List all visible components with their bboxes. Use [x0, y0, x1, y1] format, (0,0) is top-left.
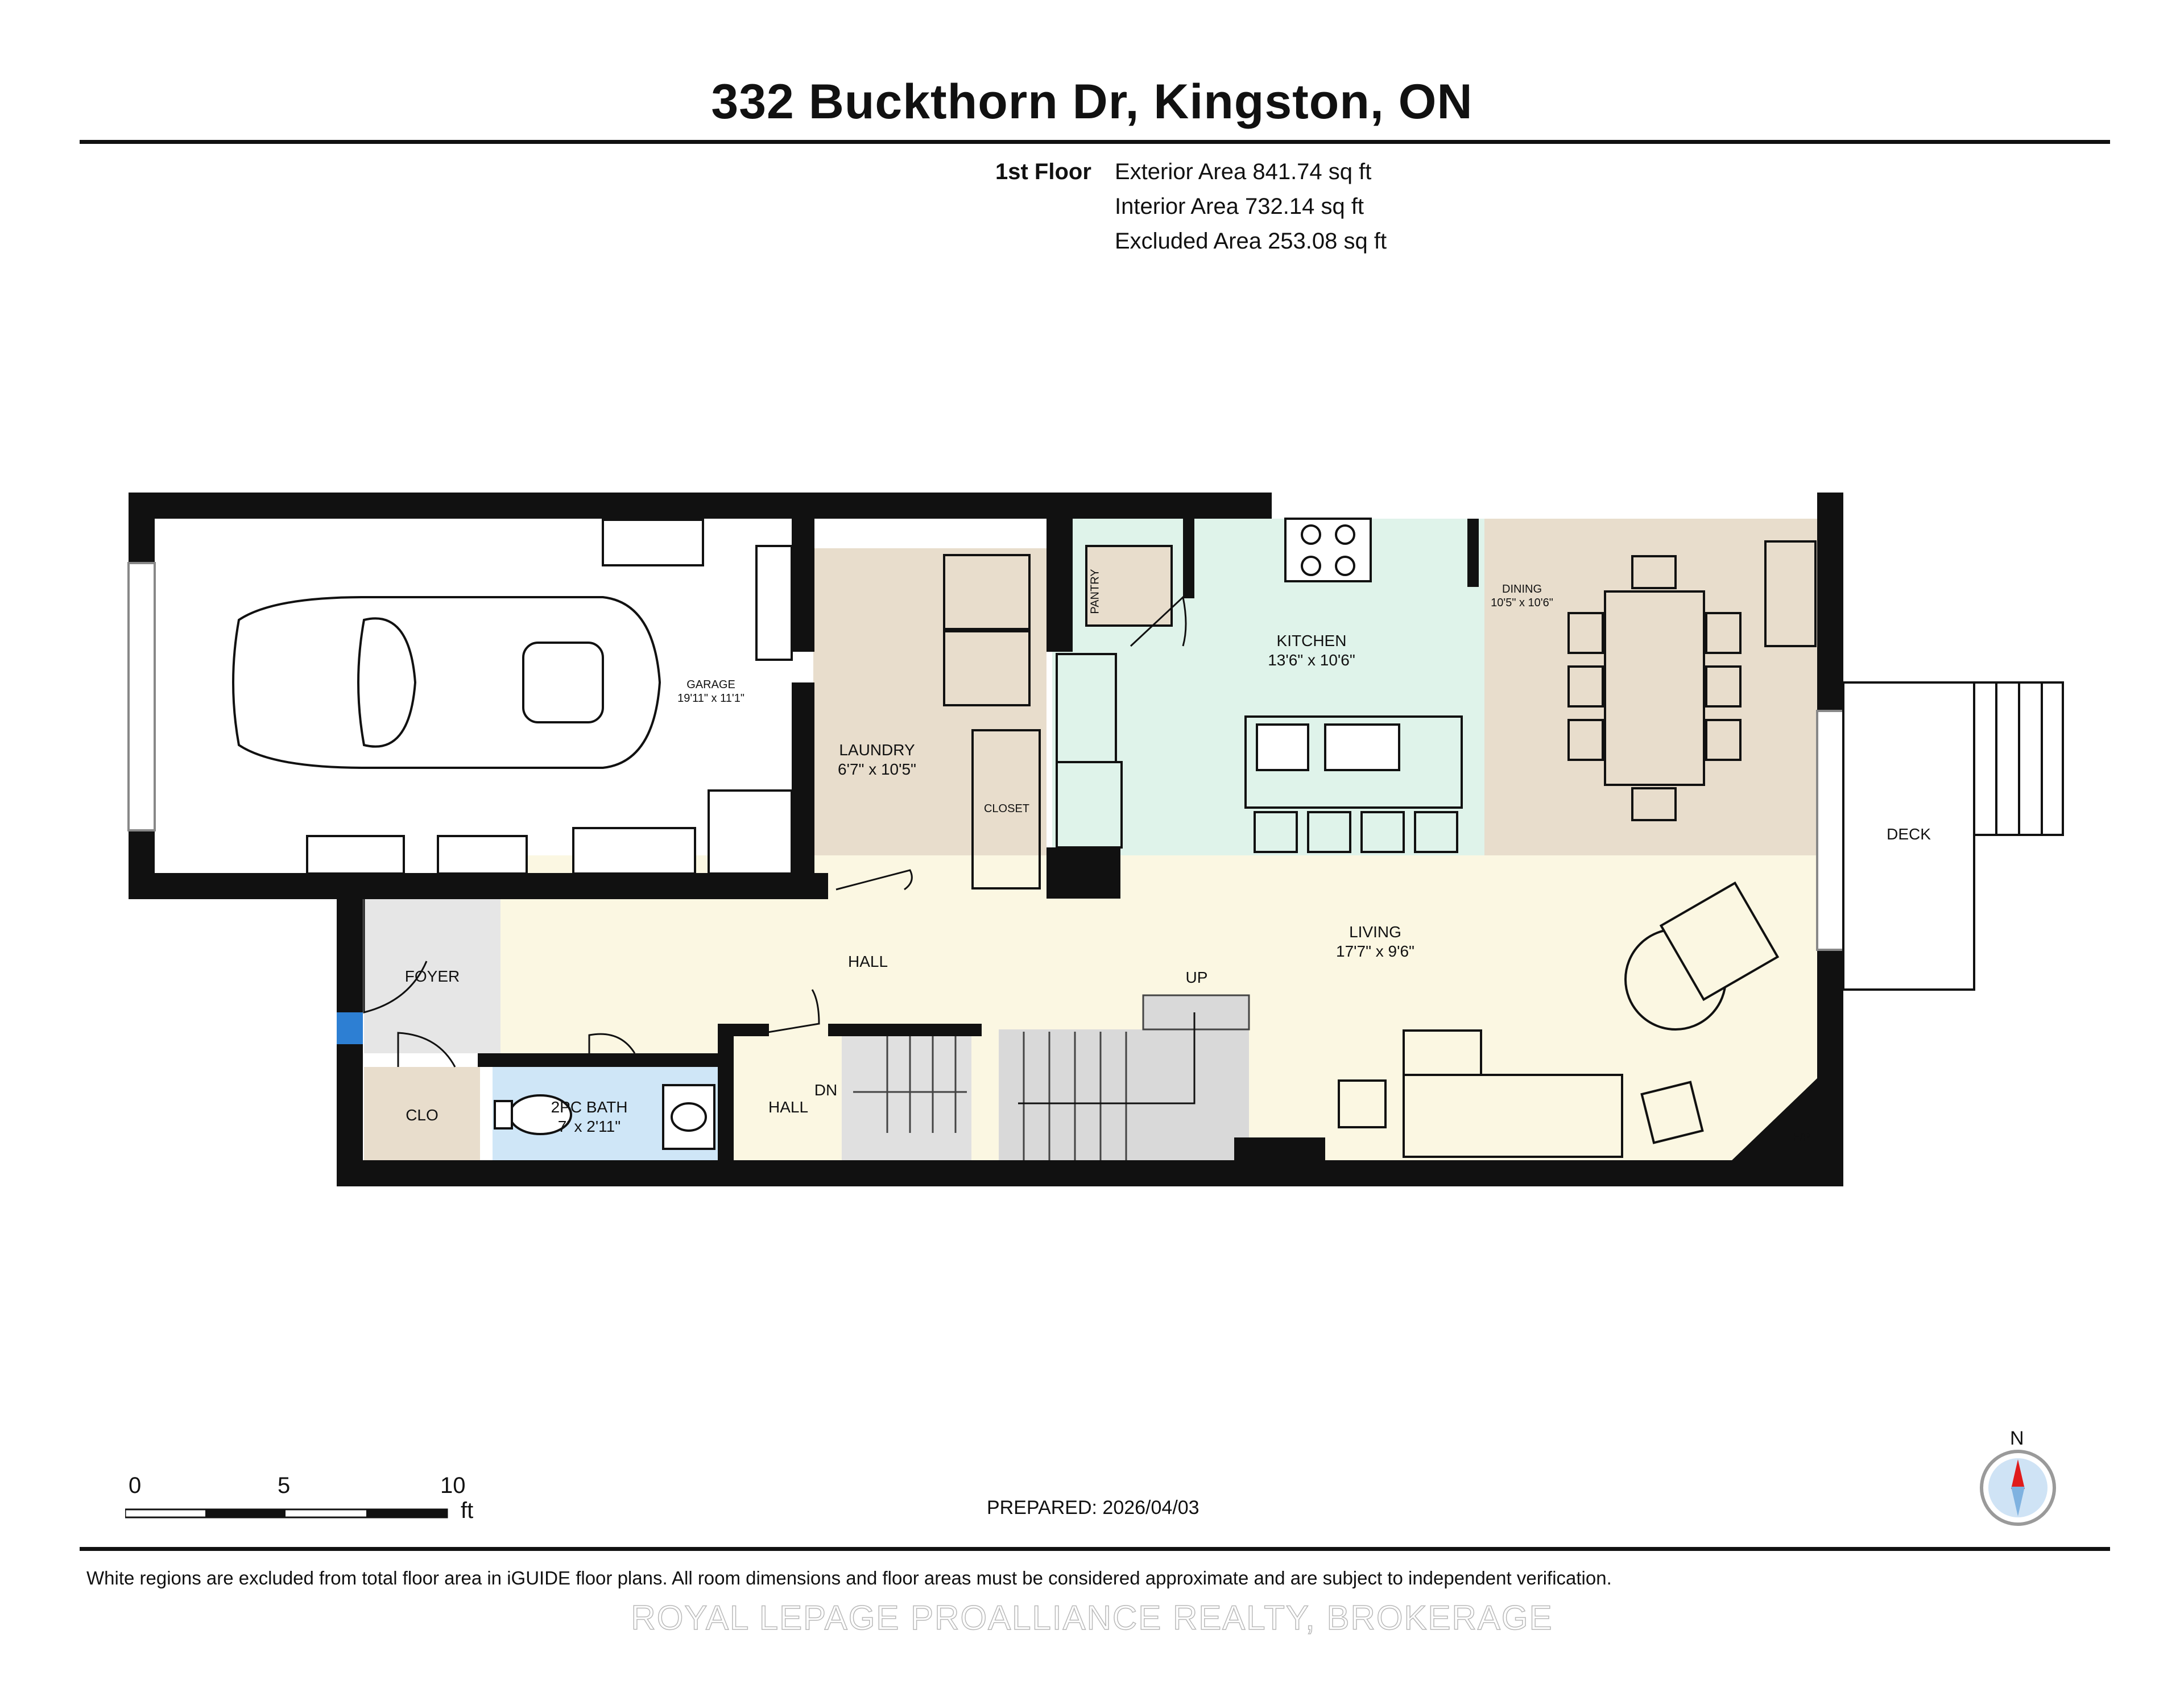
fireplace-label: F/P [1793, 1131, 1811, 1144]
stairs-up-label: UP [1185, 969, 1208, 986]
stairs [853, 1012, 1196, 1160]
stairs-up-top [1142, 994, 1250, 1031]
scale-graphic [125, 1508, 448, 1519]
scale-tick-10: 10 [440, 1473, 466, 1498]
watermark: ROYAL LEPAGE PROALLIANCE REALTY, BROKERA… [631, 1598, 1553, 1637]
footer-divider [80, 1547, 2110, 1551]
header-divider [80, 140, 2110, 144]
foyer-label: FOYER [404, 967, 460, 985]
disclaimer: White regions are excluded from total fl… [86, 1567, 1612, 1588]
bath-fixtures [494, 1084, 715, 1150]
hall-lower-label: HALL [768, 1098, 809, 1116]
exterior-area: Exterior Area 841.74 sq ft [1115, 159, 1372, 184]
hall-label: HALL [847, 953, 888, 970]
prepared-date: PREPARED: 2026/04/03 [987, 1497, 1199, 1519]
laundry-appliances [943, 554, 1041, 889]
compass-label: N [2010, 1428, 2024, 1449]
living-furniture [1338, 881, 1822, 1161]
compass: N [1978, 1428, 2058, 1526]
stairs-down-fill [842, 1035, 971, 1162]
compass-icon [1980, 1450, 2056, 1526]
bath-label: 2PC BATH 7' x 2'11" [551, 1098, 628, 1135]
area-summary: Exterior Area 841.74 sq ft Interior Area… [1115, 155, 1387, 259]
dining-window [1816, 710, 1844, 951]
kitchen-label: KITCHEN 13'6" x 10'6" [1268, 632, 1355, 669]
garage-window [127, 562, 156, 831]
stairs-down-label: DN [814, 1081, 838, 1099]
car-icon [232, 596, 661, 769]
page-title: 332 Buckthorn Dr, Kingston, ON [711, 75, 1473, 129]
scale-tick-0: 0 [129, 1473, 142, 1498]
excluded-area: Excluded Area 253.08 sq ft [1115, 229, 1387, 254]
stairs-up-fill [999, 1029, 1249, 1162]
kitchen-fixtures [1056, 518, 1463, 853]
interior-area: Interior Area 732.14 sq ft [1115, 194, 1364, 219]
living-label: LIVING 17'7" x 9'6" [1336, 923, 1414, 960]
walls [129, 493, 1843, 1186]
garage-fixtures [306, 519, 793, 875]
dining-label: DINING 10'5" x 10'6" [1491, 583, 1553, 609]
dining-table [1567, 540, 1817, 821]
garage-label: GARAGE 19'11" x 11'1" [677, 678, 744, 705]
hall-lower-fill [734, 1035, 842, 1162]
foyer-fill [364, 899, 500, 1053]
floor-name: 1st Floor [995, 159, 1091, 184]
doors [363, 595, 1187, 1068]
closet-label: CLOSET [983, 802, 1030, 815]
deck-label: DECK [1887, 825, 1931, 843]
entry-glass [337, 1012, 363, 1044]
deck [1842, 681, 2064, 991]
laundry-label: LAUNDRY 6'7" x 10'5" [838, 741, 916, 778]
scale-tick-5: 5 [278, 1473, 291, 1498]
scale-unit: ft [461, 1498, 474, 1523]
clo-fill [364, 1067, 480, 1162]
clo-label: CLO [406, 1106, 439, 1124]
pantry-label: PANTRY [1089, 569, 1102, 614]
